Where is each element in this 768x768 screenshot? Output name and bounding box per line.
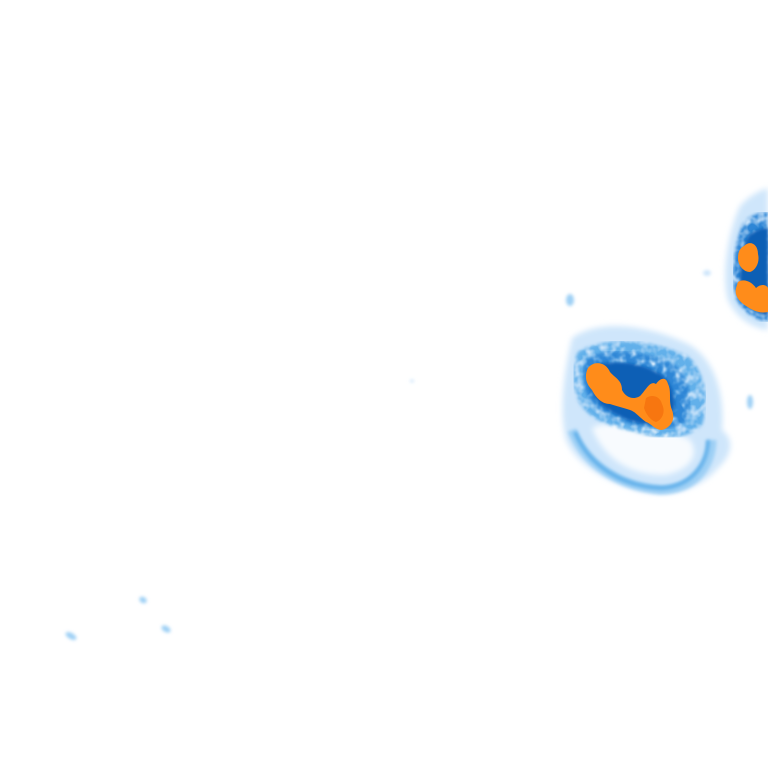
- storm-cell-main: [562, 326, 731, 495]
- storm-cell-east: [725, 188, 768, 330]
- scattered-echoes: [65, 270, 753, 640]
